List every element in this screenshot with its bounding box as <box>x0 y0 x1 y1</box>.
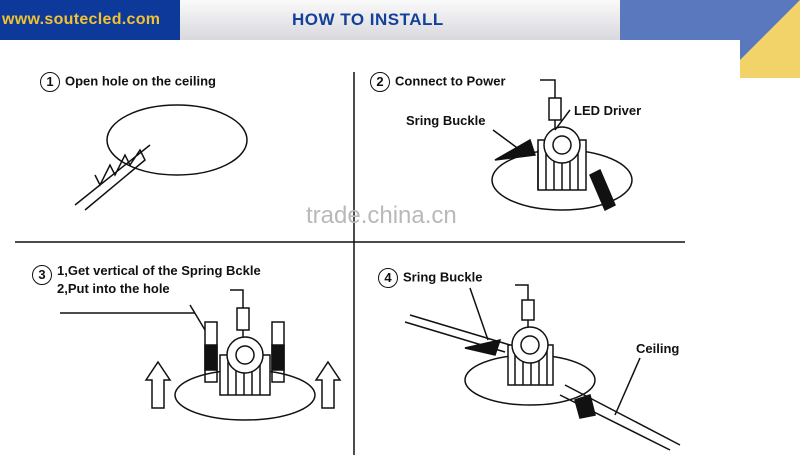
power-wire <box>540 79 556 130</box>
step-number: 1 <box>40 72 60 92</box>
ceiling-hole <box>106 104 248 176</box>
step-text-2: 2,Put into the hole <box>57 281 170 296</box>
led-driver-label: LED Driver <box>574 103 642 118</box>
step-text: Connect to Power <box>395 73 506 89</box>
saw-icon <box>74 144 151 211</box>
step-number: 4 <box>378 268 398 288</box>
header-banner: www.soutecled.com HOW TO INSTALL <box>0 0 800 40</box>
ceiling-line <box>404 314 681 451</box>
site-url: www.soutecled.com <box>0 0 180 40</box>
step-number: 2 <box>370 72 390 92</box>
ceiling-label: Ceiling <box>636 341 680 356</box>
watermark: trade.china.cn <box>306 202 457 229</box>
arrow-up-icon <box>144 360 172 409</box>
spring-buckle-label: Sring Buckle <box>406 113 486 128</box>
step-4-label: 4 Sring Buckle <box>378 268 482 288</box>
step-number: 3 <box>32 265 52 285</box>
step-1-label: 1 Open hole on the ceiling <box>40 72 216 92</box>
step-text: 1,Get vertical of the Spring Bckle <box>57 263 261 278</box>
led-driver-icon <box>548 97 562 121</box>
arrow-up-icon <box>314 360 342 409</box>
corner-decoration <box>740 0 800 78</box>
step-text: Sring Buckle <box>403 269 483 285</box>
page-title: HOW TO INSTALL <box>292 10 444 29</box>
header-decoration <box>620 0 745 40</box>
step-3-label: 3 1,Get vertical of the Spring Bckle 2,Put… <box>32 262 261 298</box>
step-text: Open hole on the ceiling <box>65 73 216 89</box>
step-2-label: 2 Connect to Power <box>370 72 506 92</box>
